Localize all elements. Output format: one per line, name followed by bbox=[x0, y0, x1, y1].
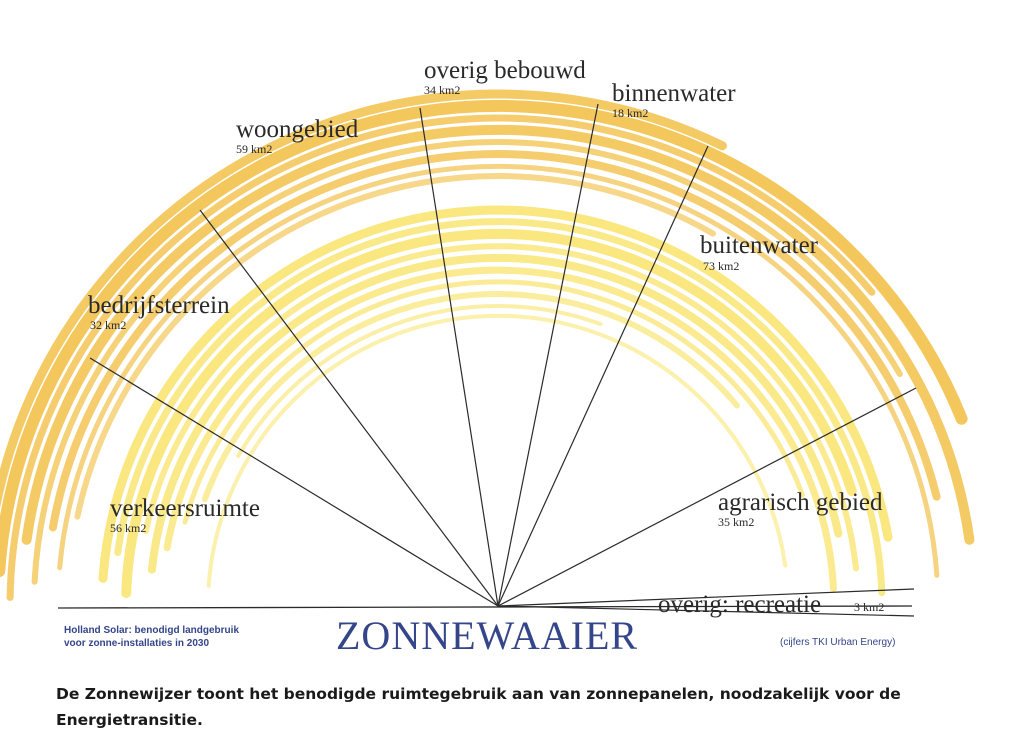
sun-band-10 bbox=[121, 228, 857, 598]
footer-note: Holland Solar: benodigd landgebruik voor… bbox=[64, 624, 239, 650]
label-overig-bebouwd: overig bebouwd bbox=[424, 57, 586, 84]
area-agrarisch-gebied: 35 km2 bbox=[718, 515, 754, 529]
label-overig-recreatie: overig: recreatie bbox=[658, 591, 821, 618]
sun-band-2 bbox=[6, 114, 876, 601]
area-verkeersruimte: 56 km2 bbox=[110, 521, 146, 535]
sun-band-4 bbox=[31, 139, 903, 585]
area-buitenwater: 73 km2 bbox=[703, 259, 739, 273]
label-bedrijfsterrein: bedrijfsterrein bbox=[88, 292, 230, 319]
sun-band-1 bbox=[0, 99, 968, 577]
label-buitenwater: buitenwater bbox=[700, 232, 819, 259]
diagram-title: ZONNEWAAIER bbox=[336, 613, 639, 658]
source-credit: (cijfers TKI Urban Energy) bbox=[780, 637, 896, 648]
sun-band-9 bbox=[114, 218, 886, 597]
area-woongebied: 59 km2 bbox=[236, 142, 272, 156]
sun-band-3 bbox=[21, 124, 975, 545]
caption: De Zonnewijzer toont het benodigde ruimt… bbox=[56, 685, 901, 729]
sun-band-17 bbox=[206, 313, 788, 588]
ray-woongebied-overig-bebouwd bbox=[419, 107, 499, 607]
ray-bedrijfsterrein-woongebied bbox=[199, 209, 499, 607]
sun-bands bbox=[0, 89, 975, 601]
segment-labels: verkeersruimte 56 km2 bedrijfsterrein 32… bbox=[88, 57, 884, 618]
label-binnenwater: binnenwater bbox=[612, 80, 736, 107]
ray-agrarisch-recreatie bbox=[497, 588, 915, 607]
baseline bbox=[57, 605, 913, 609]
area-overig-recreatie: 3 km2 bbox=[854, 600, 884, 614]
label-verkeersruimte: verkeersruimte bbox=[110, 495, 260, 522]
sun-band-6 bbox=[57, 163, 940, 578]
sun-band-11 bbox=[142, 243, 859, 572]
sun-band-14 bbox=[182, 279, 805, 525]
footer-note-line1: Holland Solar: benodigd landgebruik bbox=[64, 625, 240, 636]
sun-band-0 bbox=[0, 89, 727, 509]
area-bedrijfsterrein: 32 km2 bbox=[90, 318, 126, 332]
sun-band-16 bbox=[236, 304, 603, 458]
ray-recreatie-end bbox=[497, 605, 915, 617]
ray-overig-bebouwd-binnenwater bbox=[497, 103, 599, 607]
ray-verkeersruimte-bedrijfsterrein bbox=[89, 357, 499, 607]
ray-binnenwater-buitenwater bbox=[497, 145, 709, 607]
sun-band-13 bbox=[163, 266, 837, 592]
ray-buitenwater-agrarisch bbox=[497, 387, 917, 607]
sun-band-15 bbox=[201, 291, 740, 503]
area-overig-bebouwd: 34 km2 bbox=[424, 83, 460, 97]
sun-band-8 bbox=[98, 205, 893, 583]
area-binnenwater: 18 km2 bbox=[612, 106, 648, 120]
fan-lines bbox=[57, 103, 917, 617]
label-agrarisch-gebied: agrarisch gebied bbox=[718, 489, 883, 516]
footer-note-line2: voor zonne-installaties in 2030 bbox=[64, 638, 210, 649]
sun-band-5 bbox=[48, 150, 941, 532]
sun-band-7 bbox=[74, 172, 716, 520]
label-woongebied: woongebied bbox=[236, 116, 359, 143]
